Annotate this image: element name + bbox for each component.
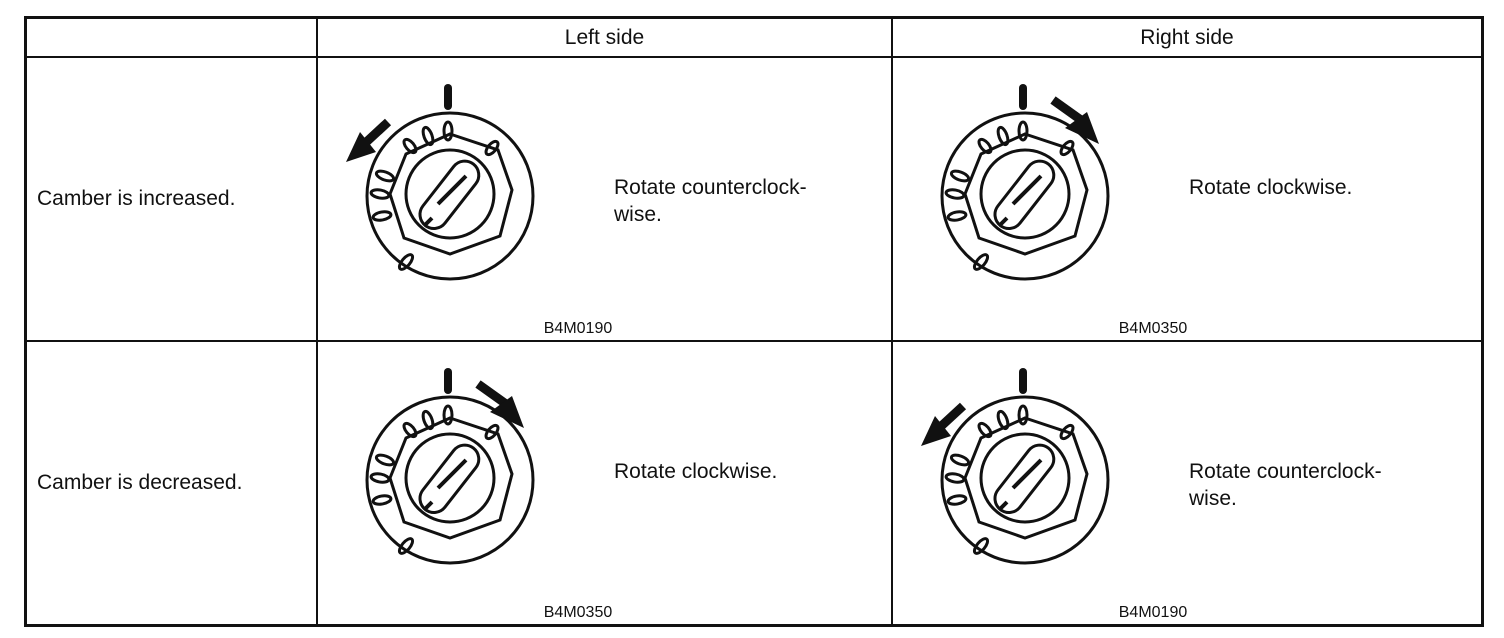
instruction-line: wise. (1189, 487, 1237, 510)
row-label-increased: Camber is increased. (27, 56, 318, 342)
instruction-increased-left: Rotate counterclock- wise. (614, 174, 864, 228)
header-row: Left side Right side (27, 19, 1481, 58)
figure-code: B4M0190 (1118, 604, 1188, 621)
instruction-line: wise. (614, 203, 662, 226)
cam-bolt-dial-icon (940, 82, 1110, 281)
instruction-decreased-left: Rotate clockwise. (614, 458, 864, 485)
cell-decreased-right: Rotate counterclock- wise. B4M0190 (891, 340, 1481, 624)
cam-bolt-dial-icon (915, 366, 1110, 565)
counterclockwise-arrow-icon (921, 406, 963, 446)
row-camber-decreased: Camber is decreased. Rotate clockwise. B… (27, 340, 1481, 624)
row-camber-increased: Camber is increased. Rotate counterclock… (27, 56, 1481, 342)
cell-increased-left: Rotate counterclock- wise. B4M0190 (316, 56, 893, 342)
header-right-side: Right side (891, 19, 1481, 58)
row-label-decreased: Camber is decreased. (27, 340, 318, 624)
figure-code: B4M0350 (1118, 320, 1188, 337)
counterclockwise-arrow-icon (346, 122, 388, 162)
header-left-side: Left side (316, 19, 893, 58)
cell-decreased-left: Rotate clockwise. B4M0350 (316, 340, 893, 624)
cam-bolt-dial-icon (340, 82, 535, 281)
figure-code: B4M0190 (543, 320, 613, 337)
cell-increased-right: Rotate clockwise. B4M0350 (891, 56, 1481, 342)
header-corner (27, 19, 318, 58)
camber-adjustment-table: Left side Right side Camber is increased… (24, 16, 1484, 627)
instruction-decreased-right: Rotate counterclock- wise. (1189, 458, 1439, 512)
instruction-line: Rotate counterclock- (1189, 460, 1382, 483)
cam-bolt-dial-icon (365, 366, 535, 565)
figure-code: B4M0350 (543, 604, 613, 621)
instruction-increased-right: Rotate clockwise. (1189, 174, 1439, 201)
instruction-line: Rotate counterclock- (614, 176, 807, 199)
instruction-line: Rotate clockwise. (614, 460, 778, 483)
instruction-line: Rotate clockwise. (1189, 176, 1353, 199)
camber-table: Left side Right side Camber is increased… (27, 19, 1481, 624)
